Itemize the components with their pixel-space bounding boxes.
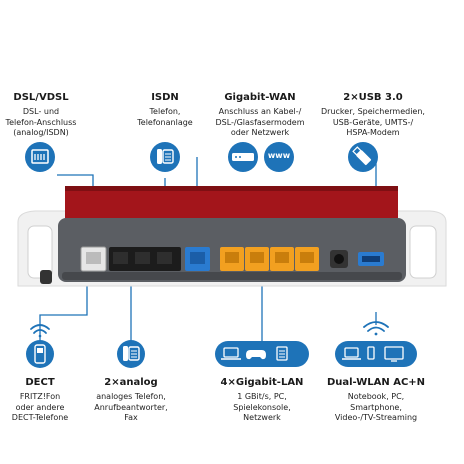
router-bottom-edge	[62, 272, 402, 280]
router-top-edge	[65, 186, 398, 191]
label-lan-title: 4×Gigabit-LAN	[220, 377, 304, 388]
label-wlan-line-2: Smartphone,	[350, 402, 402, 412]
modem-icon	[228, 142, 258, 172]
dsl-port-socket	[86, 252, 101, 264]
label-lan-line-1: 1 GBit/s, PC,	[237, 392, 287, 401]
wlan-wifi-icon	[363, 321, 389, 336]
label-analog-title: 2×analog	[104, 377, 158, 388]
label-isdn-line-2: Telefonanlage	[137, 117, 193, 127]
label-dsl-line-1: DSL- und	[22, 107, 60, 116]
label-usb-line-1: Drucker, Speichermedien,	[321, 107, 425, 116]
label-wan-line-2: DSL-/Glasfasermodem	[215, 117, 305, 127]
label-isdn-title: ISDN	[151, 92, 179, 103]
router-foot	[40, 270, 52, 284]
label-usb-title: 2×USB 3.0	[343, 92, 403, 103]
label-dect-title: DECT	[25, 377, 55, 388]
label-gigabit-wan: Gigabit-WAN Anschluss an Kabel-/ DSL-/Gl…	[200, 92, 320, 139]
usb-stick-icon	[348, 142, 378, 172]
label-isdn-line-1: Telefon,	[149, 107, 181, 116]
label-dsl-vdsl: DSL/VDSL DSL- und Telefon-Anschluss (ana…	[0, 92, 82, 139]
label-dect-line-3: DECT-Telefone	[11, 413, 69, 422]
label-wlan-line-3: Video-/TV-Streaming	[334, 413, 418, 422]
wan-port-socket	[190, 252, 205, 264]
analog-phone-icon	[117, 340, 145, 368]
label-gigabit-lan: 4×Gigabit-LAN 1 GBit/s, PC, Spielekonsol…	[212, 377, 312, 424]
label-analog-line-2: Anrufbeantworter,	[94, 402, 168, 412]
lan-devices-icon	[215, 341, 309, 367]
label-lan-line-2: Spielekonsole,	[233, 402, 291, 412]
router-top-red	[65, 186, 398, 222]
label-wlan-line-1: Notebook, PC,	[347, 392, 405, 401]
label-wlan-title: Dual-WLAN AC+N	[326, 377, 426, 388]
label-isdn: ISDN Telefon, Telefonanlage	[125, 92, 205, 128]
desk-phone-icon	[150, 142, 180, 172]
label-dsl-line-2: Telefon-Anschluss	[5, 117, 77, 127]
line-dect	[39, 275, 88, 342]
usb-port-socket	[362, 256, 380, 262]
label-usb-line-2: USB-Geräte, UMTS-/	[332, 117, 414, 127]
dect-phone-icon	[26, 340, 54, 368]
label-lan-line-3: Netzwerk	[243, 413, 281, 422]
label-dect: DECT FRITZ!Fon oder andere DECT-Telefone	[0, 377, 80, 424]
label-dsl-line-3: (analog/ISDN)	[13, 128, 69, 137]
label-dual-wlan: Dual-WLAN AC+N Notebook, PC, Smartphone,…	[320, 377, 432, 424]
lan-ports	[220, 247, 319, 271]
router	[17, 186, 447, 287]
label-wan-title: Gigabit-WAN	[224, 92, 296, 103]
label-analog: 2×analog analoges Telefon, Anrufbeantwor…	[86, 377, 176, 424]
www-globe-icon	[264, 142, 294, 172]
label-analog-line-3: Fax	[124, 413, 138, 422]
dsl-port-icon	[25, 142, 55, 172]
label-wan-line-1: Anschluss an Kabel-/	[218, 107, 302, 116]
www-globe-icon-text: www	[267, 151, 291, 160]
analog-isdn-ports	[109, 247, 181, 271]
label-usb: 2×USB 3.0 Drucker, Speichermedien, USB-G…	[306, 92, 440, 139]
label-analog-line-1: analoges Telefon,	[96, 392, 166, 401]
wlan-devices-icon	[335, 341, 417, 367]
label-dect-line-2: oder andere	[15, 402, 65, 412]
dect-wifi-icon	[30, 324, 50, 338]
label-usb-line-3: HSPA-Modem	[346, 128, 400, 137]
label-dsl-title: DSL/VDSL	[13, 92, 69, 103]
power-jack-hole	[334, 254, 344, 264]
label-wan-line-3: oder Netzwerk	[230, 128, 290, 137]
router-right-side	[409, 225, 437, 279]
label-dect-line-1: FRITZ!Fon	[19, 392, 61, 401]
